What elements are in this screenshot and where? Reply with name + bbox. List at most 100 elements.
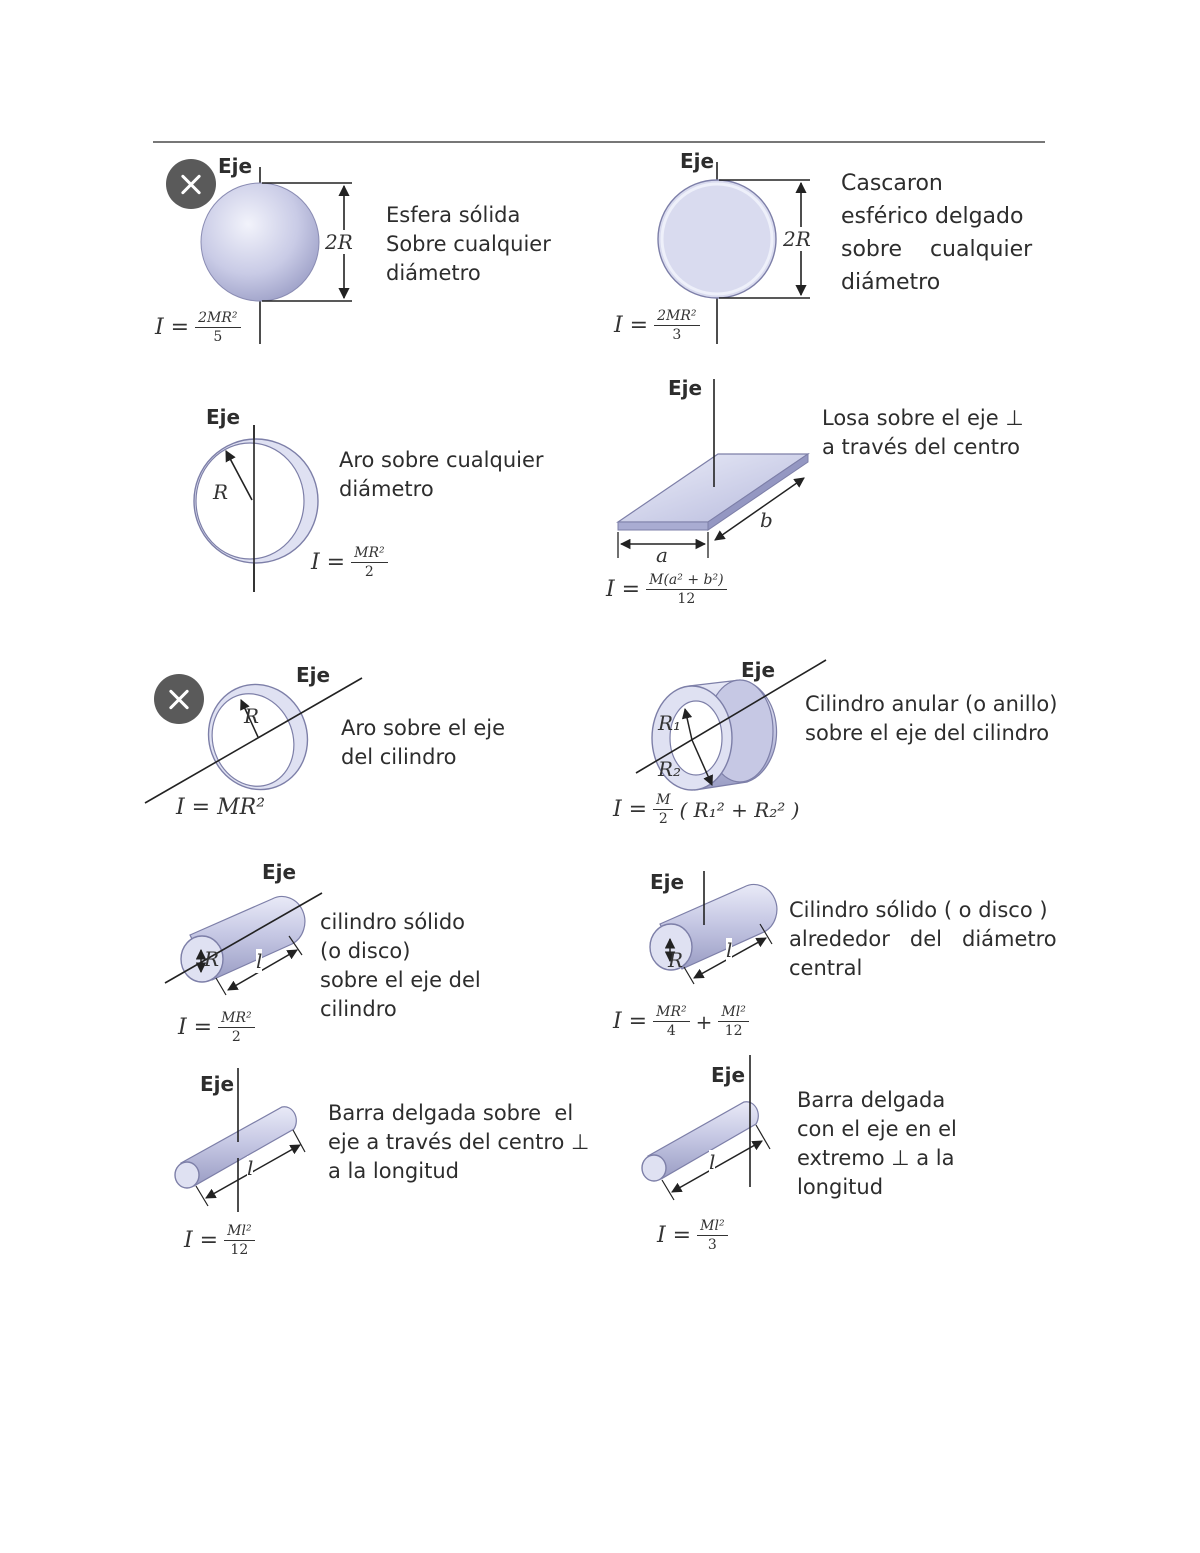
formula-lhs: I = xyxy=(606,577,641,602)
axis-label: Eje xyxy=(711,1063,746,1087)
hoop-diameter-description: Aro sobre cualquier diámetro xyxy=(339,446,544,504)
desc-line: con el eje en el xyxy=(797,1117,957,1141)
formula-fraction: 2MR² 3 xyxy=(654,308,700,343)
formula-lhs: I = xyxy=(155,315,190,340)
desc-line: sobre el eje del xyxy=(320,968,481,992)
desc-line: Sobre cualquier xyxy=(386,232,551,256)
desc-line: esférico delgado xyxy=(841,204,1024,229)
annular-cylinder-formula: I = M 2 ( R₁² + R₂² ) xyxy=(613,792,799,827)
top-rule xyxy=(153,141,1045,143)
formula-fraction-2: Ml² 12 xyxy=(718,1004,749,1039)
solid-cylinder-diameter-formula: I = MR² 4 + Ml² 12 xyxy=(613,1004,749,1039)
formula-numerator: M(a² + b²) xyxy=(646,572,727,590)
close-icon[interactable] xyxy=(154,674,204,724)
desc-line: del cilindro xyxy=(341,745,457,769)
formula-numerator: MR² xyxy=(351,545,388,563)
dim-r: R xyxy=(668,948,684,972)
solid-cylinder-axis-description: cilindro sólido (o disco) sobre el eje d… xyxy=(320,908,481,1024)
close-icon[interactable] xyxy=(166,159,216,209)
hoop-axis-description: Aro sobre el eje del cilindro xyxy=(341,714,505,772)
hoop-diameter-formula: I = MR² 2 xyxy=(311,545,388,580)
slab-description: Losa sobre el eje ⊥ a través del centro xyxy=(822,404,1024,462)
rod-end-formula: I = Ml² 3 xyxy=(657,1218,728,1253)
axis-label: Eje xyxy=(296,663,331,687)
formula-denominator: 2 xyxy=(658,811,668,827)
formula-lhs: I = xyxy=(613,797,648,822)
formula-lhs: I = xyxy=(184,1228,219,1253)
hoop-axis-formula: I = MR² xyxy=(176,795,265,820)
axis-label: Eje xyxy=(206,405,241,429)
rod-center-formula: I = Ml² 12 xyxy=(184,1223,255,1258)
axis-label: Eje xyxy=(741,658,776,682)
dim-l: l xyxy=(709,1150,716,1174)
formula-denominator: 2 xyxy=(231,1029,241,1045)
axis-label: Eje xyxy=(650,870,685,894)
solid-sphere-formula: I = 2MR² 5 xyxy=(155,310,241,345)
desc-line: Cascaron xyxy=(841,171,943,196)
dim-r: R xyxy=(213,480,229,504)
desc-line: extremo ⊥ a la xyxy=(797,1146,955,1170)
dim-r: R xyxy=(244,704,260,728)
desc-line: Cilindro anular (o anillo) xyxy=(805,692,1058,716)
formula-numerator: M xyxy=(653,792,674,810)
formula-lhs: I = xyxy=(178,1015,213,1040)
slab-formula: I = M(a² + b²) 12 xyxy=(606,572,727,607)
formula-denominator: 12 xyxy=(677,591,696,607)
formula-fraction: MR² 4 xyxy=(653,1004,690,1039)
dim-l: l xyxy=(256,949,263,973)
desc-line: alrededor del diámetro xyxy=(789,927,1057,951)
dim-b: b xyxy=(760,508,773,532)
desc-line: a través del centro xyxy=(822,435,1021,459)
formula-numerator: 2MR² xyxy=(654,308,700,326)
rod-center-description: Barra delgada sobre el eje a través del … xyxy=(328,1099,589,1186)
formula-numerator-2: Ml² xyxy=(718,1004,749,1022)
formula-plus: + xyxy=(695,1009,713,1034)
axis-label: Eje xyxy=(218,154,253,178)
formula-lhs: I = xyxy=(613,1009,648,1034)
formula-lhs: I = xyxy=(657,1223,692,1248)
desc-line: Esfera sólida xyxy=(386,203,521,227)
formula-numerator: MR² xyxy=(653,1004,690,1022)
dim-l: l xyxy=(247,1156,254,1180)
formula-numerator: MR² xyxy=(218,1010,255,1028)
formula-lhs: I = xyxy=(311,550,346,575)
dim-2r: 2R xyxy=(325,230,353,254)
dim-r1: R₁ xyxy=(658,711,682,735)
formula-extra: ( R₁² + R₂² ) xyxy=(679,797,800,822)
desc-line: sobre cualquier xyxy=(841,237,1033,262)
formula-numerator: 2MR² xyxy=(195,310,241,328)
desc-line: Cilindro sólido ( o disco ) xyxy=(789,898,1048,922)
formula-fraction: MR² 2 xyxy=(351,545,388,580)
dim-2r: 2R xyxy=(783,227,811,251)
desc-line: diámetro xyxy=(386,261,481,285)
annular-cylinder-description: Cilindro anular (o anillo) sobre el eje … xyxy=(805,690,1057,748)
formula-numerator: Ml² xyxy=(697,1218,728,1236)
desc-line: longitud xyxy=(797,1175,884,1199)
formula-denominator: 3 xyxy=(707,1237,717,1253)
formula-fraction: MR² 2 xyxy=(218,1010,255,1045)
solid-sphere-description: Esfera sólida Sobre cualquier diámetro xyxy=(386,201,551,288)
desc-line: cilindro sólido xyxy=(320,910,466,934)
axis-label: Eje xyxy=(200,1072,235,1096)
desc-line: Barra delgada xyxy=(797,1088,946,1112)
formula-lhs: I = MR² xyxy=(176,795,266,820)
formula-denominator: 2 xyxy=(364,564,374,580)
thin-shell-formula: I = 2MR² 3 xyxy=(614,308,700,343)
formula-fraction: M 2 xyxy=(653,792,674,827)
formula-denominator: 3 xyxy=(672,327,682,343)
formula-fraction: 2MR² 5 xyxy=(195,310,241,345)
formula-fraction: Ml² 3 xyxy=(697,1218,728,1253)
desc-line: Aro sobre el eje xyxy=(341,716,506,740)
desc-line: central xyxy=(789,956,863,980)
axis-label: Eje xyxy=(262,860,297,884)
desc-line: diámetro xyxy=(841,270,941,295)
